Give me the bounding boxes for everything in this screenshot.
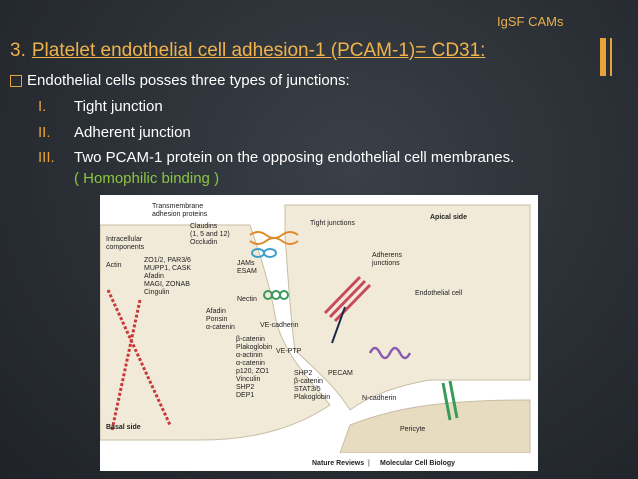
label-jams: JAMs — [237, 260, 255, 267]
label-ncadherin: N-cadherin — [362, 395, 396, 402]
list-item: II. Adherent junction — [38, 124, 191, 141]
title-number: 3. — [10, 40, 26, 61]
label-afadin: Afadin — [144, 273, 164, 280]
label-nectin: Nectin — [237, 296, 257, 303]
label-components: components — [106, 244, 145, 251]
label-esam: ESAM — [237, 268, 257, 275]
label-vecadherin: VE-cadherin — [260, 322, 299, 329]
title-accent-bar-thin — [610, 38, 612, 76]
label-transmembrane: Transmembrane — [152, 203, 203, 210]
pecam-protein — [368, 346, 412, 360]
credit-bar — [100, 453, 538, 471]
list-text: Tight junction — [74, 98, 163, 115]
junction-diagram: Transmembrane adhesion proteins Claudins… — [100, 195, 538, 471]
ve-ptp-protein — [331, 306, 346, 344]
label-adhesion-proteins: adhesion proteins — [152, 211, 208, 218]
label-claudins-sub: (1, 5 and 12) — [190, 231, 230, 238]
list-item: I. Tight junction — [38, 98, 163, 115]
list-text: Adherent junction — [74, 124, 191, 141]
label-ponsin: Ponsin — [206, 316, 228, 323]
actin-filaments — [106, 289, 172, 431]
label-plakoglobin2: Plakoglobin — [294, 394, 330, 401]
label-mupp: MUPP1, CASK — [144, 265, 191, 272]
bullet-line: Endothelial cells posses three types of … — [10, 72, 350, 89]
label-claudins: Claudins — [190, 223, 218, 230]
claudin-proteins — [249, 231, 299, 245]
list-item: III. Two PCAM-1 protein on the opposing … — [38, 149, 514, 166]
label-shp2b: SHP2 — [294, 370, 312, 377]
label-basal-side: Basal side — [106, 424, 141, 431]
label-shp2: SHP2 — [236, 384, 254, 391]
credit-nature-reviews: Nature Reviews — [312, 460, 364, 467]
nectin-proteins — [263, 290, 289, 300]
list-numeral: III. — [38, 149, 55, 166]
slide-title: 3.Platelet endothelial cell adhesion-1 (… — [10, 40, 485, 62]
label-cingulin: Cingulin — [144, 289, 169, 296]
label-bcatenin2: β-catenin — [294, 378, 323, 385]
checkbox-bullet-icon — [10, 74, 22, 87]
label-acatenin: α-catenin — [206, 324, 235, 331]
pericyte-shape — [339, 399, 531, 454]
label-p120: p120, ZO1 — [236, 368, 269, 375]
ve-cadherin-proteins — [323, 275, 372, 323]
list-numeral: II. — [38, 124, 51, 141]
label-vinculin: Vinculin — [236, 376, 260, 383]
label-bcatenin: β-catenin — [236, 336, 265, 343]
label-zo: ZO1/2, PAR3/6 — [144, 257, 191, 264]
label-dep1: DEP1 — [236, 392, 254, 399]
n-cadherin-proteins — [441, 380, 459, 421]
label-pericyte: Pericyte — [400, 426, 425, 433]
label-aactinin: α-actinin — [236, 352, 263, 359]
label-veptp: VE-PTP — [276, 348, 302, 355]
credit-separator: | — [368, 460, 370, 467]
label-occludin: Occludin — [190, 239, 217, 246]
jam-proteins — [251, 248, 277, 258]
label-stat: STAT3/5 — [294, 386, 321, 393]
bullet-text: Endothelial cells posses three types of … — [27, 72, 350, 89]
label-adherens-junctions: junctions — [371, 260, 400, 267]
label-intracellular: Intracellular — [106, 236, 143, 243]
homophilic-note: ( Homophilic binding ) — [74, 170, 220, 187]
label-acatenin2: α-catenin — [236, 360, 265, 367]
label-actin: Actin — [106, 262, 122, 269]
left-cell-shape — [100, 224, 331, 441]
section-tag: IgSF CAMs — [497, 14, 564, 29]
title-accent-bar — [600, 38, 606, 76]
list-text: Two PCAM-1 protein on the opposing endot… — [74, 149, 515, 166]
title-text: Platelet endothelial cell adhesion-1 (PC… — [31, 40, 486, 61]
label-tight-junctions: Tight junctions — [310, 220, 355, 227]
label-plakoglobin: Plakoglobin — [236, 344, 272, 351]
label-endothelial-cell: Endothelial cell — [415, 290, 463, 297]
label-magi: MAGI, ZONAB — [144, 281, 190, 288]
label-apical-side: Apical side — [430, 214, 467, 221]
label-afadin2: Afadin — [206, 308, 226, 315]
endothelial-cell-shape — [284, 204, 531, 411]
junction-diagram-svg: Transmembrane adhesion proteins Claudins… — [100, 203, 538, 471]
credit-mcb: Molecular Cell Biology — [380, 460, 455, 467]
label-adherens: Adherens — [372, 252, 402, 259]
label-pecam: PECAM — [328, 370, 353, 377]
list-numeral: I. — [38, 98, 47, 115]
